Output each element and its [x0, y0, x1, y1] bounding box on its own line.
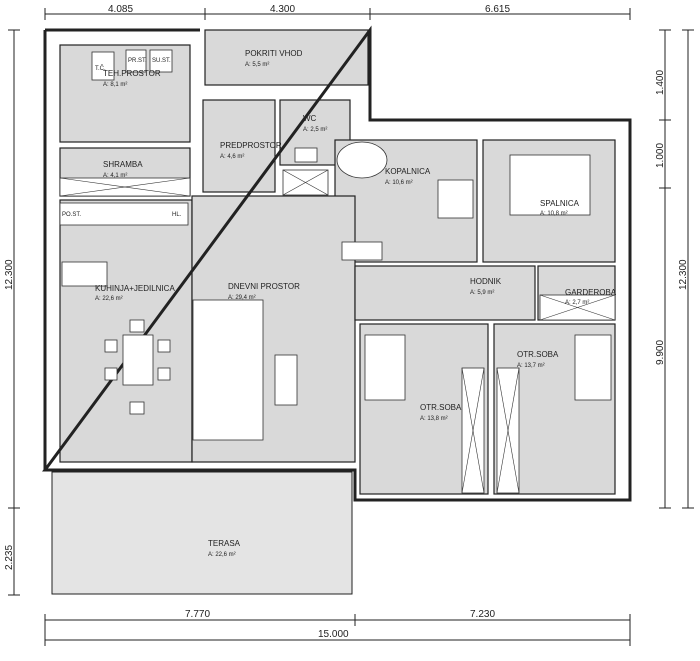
area-garderoba: A: 2,7 m²: [565, 300, 589, 306]
label-spalnica: SPALNICA: [540, 199, 580, 208]
area-soba1: A: 13,8 m²: [420, 416, 448, 422]
label-garderoba: GARDEROBA: [565, 288, 617, 297]
label-soba2: OTR.SOBA: [517, 350, 559, 359]
area-shramba: A: 4,1 m²: [103, 173, 127, 179]
dim-top-1: 4.085: [108, 4, 133, 15]
furniture: [59, 49, 616, 494]
area-wc: A: 2,5 m²: [303, 127, 327, 133]
label-pokriti: POKRITI VHOD: [245, 49, 303, 58]
dim-bottom-total: 15.000: [318, 629, 349, 640]
area-spalnica: A: 10,8 m²: [540, 211, 568, 217]
dim-bottom-2: 7.230: [470, 609, 495, 620]
dim-left-1: 12.300: [4, 259, 15, 290]
area-hodnik: A: 5,9 m²: [470, 290, 494, 296]
outer-wall: [42, 25, 632, 502]
room-labels: TEH.PROSTOR A: 8,1 m² SHRAMBA A: 4,1 m² PO…: [95, 49, 617, 558]
label-predprostor: PREDPROSTOR: [220, 141, 282, 150]
label-kopalnica: KOPALNICA: [385, 167, 431, 176]
fixture-sust: SU.ST.: [152, 58, 171, 64]
area-kopalnica: A: 10,6 m²: [385, 180, 413, 186]
label-shramba: SHRAMBA: [103, 160, 143, 169]
label-kuhinja: KUHINJA+JEDILNICA: [95, 284, 175, 293]
dim-bottom-1: 7.770: [185, 609, 210, 620]
label-teh: TEH.PROSTOR: [103, 69, 161, 78]
dim-top-2: 4.300: [270, 4, 295, 15]
dim-top-3: 6.615: [485, 4, 510, 15]
room-hodnik: [354, 265, 536, 321]
fixture-prst: PR.ST.: [128, 58, 147, 64]
dim-right-total: 12.300: [678, 259, 689, 290]
dim-right-1: 1.400: [655, 70, 666, 95]
fixture-hl: HL.: [172, 212, 182, 218]
area-terasa: A: 22,6 m²: [208, 552, 236, 558]
terrace-area: [51, 471, 353, 595]
label-wc: WC: [303, 114, 317, 123]
area-dnevni: A: 29,4 m²: [228, 295, 256, 301]
label-dnevni: DNEVNI PROSTOR: [228, 282, 300, 291]
dim-right-2: 1.000: [655, 143, 666, 168]
area-soba2: A: 13,7 m²: [517, 363, 545, 369]
area-predprostor: A: 4,6 m²: [220, 154, 244, 160]
fixture-post: PO.ST.: [62, 212, 81, 218]
label-terasa: TERASA: [208, 539, 241, 548]
dim-right-3: 9.900: [655, 340, 666, 365]
dimensions: 4.085 4.300 6.615 7.770 7.230 15.000 12.…: [4, 4, 694, 646]
dim-left-2: 2.235: [4, 545, 15, 570]
fixture-tc: T.Č.: [95, 65, 106, 72]
label-soba1: OTR.SOBA: [420, 403, 462, 412]
label-hodnik: HODNIK: [470, 277, 502, 286]
area-kuhinja: A: 22,6 m²: [95, 296, 123, 302]
room-pokriti-vhod: [204, 29, 369, 86]
area-pokriti: A: 5,5 m²: [245, 62, 269, 68]
area-teh: A: 8,1 m²: [103, 82, 127, 88]
